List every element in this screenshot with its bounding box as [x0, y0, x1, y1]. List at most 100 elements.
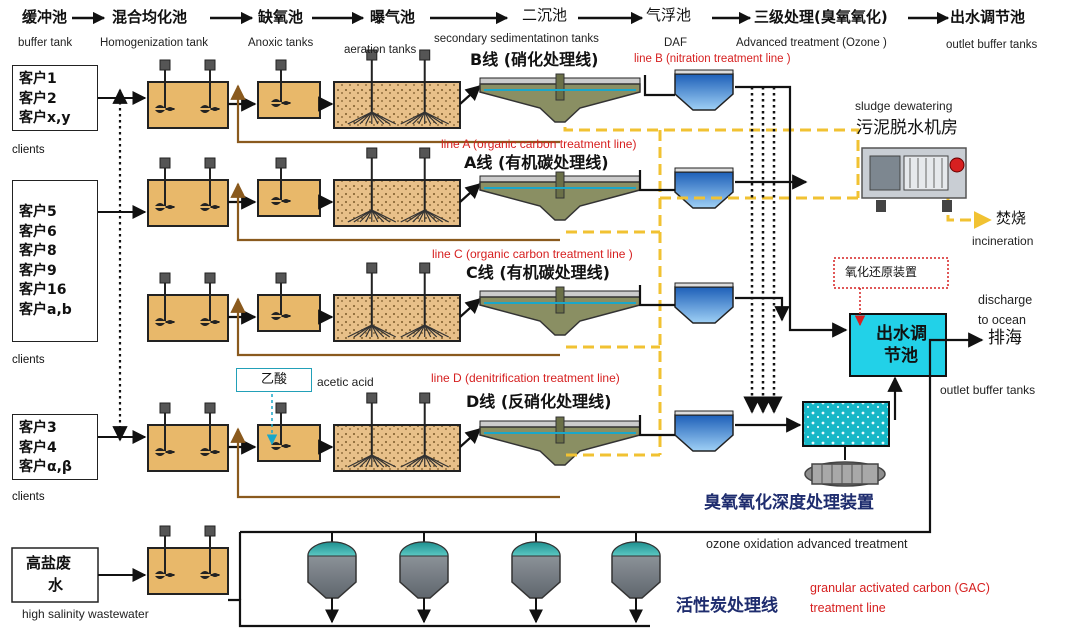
client-group-2-caption: clients — [12, 354, 45, 366]
high-salinity-cn-1: 高盐废 — [26, 554, 72, 572]
header-stage-aeration-cn: 曝气池 — [370, 8, 416, 26]
gac-tank — [611, 532, 661, 624]
header-stage-outlet-cn: 出水调节池 — [950, 8, 1026, 26]
flow-arrow — [459, 84, 482, 105]
flow-arrow — [459, 427, 482, 448]
line-c-title: C线 (有机碳处理线) — [466, 263, 610, 282]
line-d-en: line D (denitrification treatment line) — [431, 371, 620, 385]
header-stage-homogenization-en: Homogenization tank — [100, 37, 209, 49]
treatment-rows — [147, 49, 734, 499]
secondary-clarifier — [479, 73, 641, 123]
redox-unit — [833, 257, 949, 327]
sludge-dewatering-en: sludge dewatering — [855, 99, 953, 113]
aeration-tank — [333, 262, 461, 342]
acetic-acid-en: acetic acid — [317, 375, 374, 389]
client-item: 客户4 — [19, 439, 57, 456]
client-item: 客户6 — [19, 223, 57, 240]
outlet-tank-en: outlet buffer tanks — [940, 383, 1036, 397]
return-sludge-line — [230, 427, 560, 499]
client-item: 客户2 — [19, 90, 57, 107]
line-b-title: B线 (硝化处理线) — [470, 50, 599, 69]
header-stage-buffer-cn: 缓冲池 — [22, 8, 68, 26]
anoxic-tank — [257, 402, 321, 462]
homogenization-tank — [147, 157, 229, 227]
aeration-tank — [333, 392, 461, 472]
secondary-clarifier — [479, 286, 641, 336]
client-item: 客户5 — [19, 204, 57, 220]
client-item: 客户3 — [19, 420, 57, 436]
gac-en-2: treatment line — [810, 601, 886, 615]
anoxic-tank — [257, 272, 321, 332]
gac-tank-group — [307, 532, 661, 624]
client-group-1-caption: clients — [12, 144, 45, 156]
anoxic-tank — [257, 157, 321, 217]
treatment-row — [147, 147, 734, 242]
daf-unit — [674, 69, 734, 111]
flow-arrow — [459, 297, 482, 318]
header-stage-anoxic-cn: 缺氧池 — [258, 8, 304, 26]
client-item: 客户α,β — [19, 459, 72, 475]
line-d-title: D线 (反硝化处理线) — [466, 392, 612, 411]
treatment-row — [147, 392, 734, 499]
header-stage-daf-cn: 气浮池 — [646, 6, 692, 24]
line-a-en: line A (organic carbon treatment line) — [441, 137, 637, 151]
acetic-acid-box: 乙酸 — [236, 368, 312, 392]
outlet-tank-cn-2: 节池 — [884, 346, 918, 366]
header-stage-advanced-en: Advanced treatment (Ozone ) — [736, 37, 887, 49]
redox-label: 氧化还原装置 — [845, 265, 918, 279]
discharge-en-2: to ocean — [978, 313, 1026, 327]
line-c-en: line C (organic carbon treatment line ) — [432, 247, 633, 261]
daf-unit — [674, 167, 734, 209]
header-stage-aeration-en: aeration tanks — [344, 44, 417, 56]
high-salinity-homogenization-tank — [147, 525, 229, 595]
treatment-row — [147, 262, 734, 357]
client-item: 客户16 — [19, 282, 67, 298]
homogenization-tank — [147, 272, 229, 342]
gac-en-1: granular activated carbon (GAC) — [810, 581, 990, 595]
daf-unit — [674, 410, 734, 452]
client-item: 客户a,b — [19, 301, 72, 318]
client-item: 客户9 — [19, 262, 57, 279]
gac-tank — [307, 532, 357, 624]
header-stage-secondary-cn: 二沉池 — [522, 6, 568, 24]
ozone-en: ozone oxidation advanced treatment — [706, 537, 908, 551]
client-group-2-box: 客户5 客户6 客户8 客户9 客户16 客户a,b — [12, 180, 98, 342]
gac-cn: 活性炭处理线 — [676, 596, 778, 616]
client-group-1-box: 客户1 客户2 客户x,y — [12, 65, 98, 131]
discharge-cn: 排海 — [988, 328, 1022, 348]
treatment-row — [147, 49, 734, 144]
homogenization-tank — [147, 525, 229, 595]
client-group-3-caption: clients — [12, 491, 45, 503]
outlet-tank-cn-1: 出水调 — [876, 324, 927, 344]
anoxic-tank — [257, 59, 321, 119]
discharge-en-1: discharge — [978, 293, 1033, 307]
homogenization-tank — [147, 59, 229, 129]
line-b-en: line B (nitration treatment line ) — [634, 53, 791, 65]
client-dotted-links — [98, 88, 147, 444]
incineration-en: incineration — [972, 234, 1034, 248]
client-item: 客户1 — [19, 71, 57, 87]
daf-unit — [674, 282, 734, 324]
ozone-unit — [802, 401, 890, 487]
secondary-clarifier — [479, 171, 641, 221]
header-stage-anoxic-en: Anoxic tanks — [248, 37, 314, 49]
return-sludge-line — [230, 84, 560, 144]
header-stage-secondary-en: secondary sedimentatinon tanks — [434, 33, 599, 45]
high-salinity-en: high salinity wastewater — [22, 607, 149, 621]
header-stage-daf-en: DAF — [664, 37, 687, 49]
high-salinity-cn-2: 水 — [48, 576, 64, 594]
incineration-cn: 焚烧 — [996, 209, 1027, 227]
line-a-title: A线 (有机碳处理线) — [464, 153, 609, 172]
ozone-cn: 臭氧氧化深度处理装置 — [704, 493, 874, 513]
header-stage-advanced-cn: 三级处理(臭氧氧化) — [754, 8, 888, 26]
aeration-tank — [333, 49, 461, 129]
return-sludge-line — [230, 182, 560, 242]
client-item: 客户8 — [19, 243, 57, 259]
high-salinity-source-box — [11, 547, 147, 603]
flow-arrow — [459, 182, 482, 203]
header-stage-outlet-en: outlet buffer tanks — [946, 39, 1038, 51]
header-stage-homogenization-cn: 混合均化池 — [112, 8, 188, 26]
gac-pipeline — [228, 338, 946, 628]
